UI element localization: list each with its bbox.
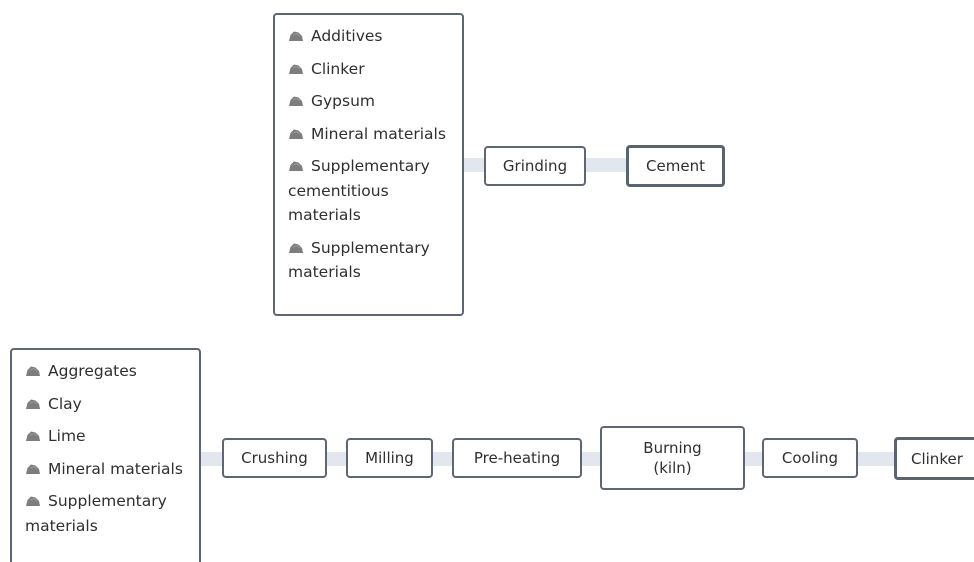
input-label: Supplementary materials — [288, 238, 430, 282]
output-clinker: Clinker — [894, 437, 974, 480]
input-label: Lime — [48, 427, 86, 445]
rock-icon — [289, 129, 303, 139]
process-step-grinding: Grinding — [484, 146, 586, 186]
input-item: Supplementary materials — [288, 236, 452, 285]
bottom-flow-inputs: Aggregates Clay Lime Mineral materials S… — [10, 348, 201, 562]
process-step-crushing: Crushing — [222, 438, 327, 478]
input-label: Mineral materials — [48, 459, 183, 478]
output-cement: Cement — [626, 145, 725, 187]
rock-icon — [26, 366, 40, 376]
process-step-cooling: Cooling — [762, 438, 858, 478]
input-item: Clinker — [288, 57, 452, 82]
input-item: Supplementary materials — [25, 489, 189, 538]
rock-icon — [26, 496, 40, 506]
input-label: Clay — [48, 394, 82, 413]
top-flow-inputs: Additives Clinker Gypsum Mineral materia… — [273, 13, 464, 316]
rock-icon — [289, 31, 303, 41]
input-label: Aggregates — [48, 362, 137, 380]
rock-icon — [289, 161, 303, 171]
rock-icon — [289, 64, 303, 74]
input-label: Supplementary materials — [25, 492, 167, 535]
rock-icon — [26, 431, 40, 441]
rock-icon — [26, 399, 40, 409]
input-label: Gypsum — [311, 92, 376, 110]
input-item: Additives — [288, 24, 452, 49]
process-step-pre-heating: Pre-heating — [452, 438, 582, 478]
input-item: Lime — [25, 424, 189, 449]
rock-icon — [289, 243, 303, 253]
input-label: Mineral materials — [311, 124, 446, 143]
process-step-burning-kiln: Burning (kiln) — [600, 426, 745, 490]
input-item: Gypsum — [288, 89, 452, 114]
input-label: Additives — [311, 27, 383, 45]
input-item: Mineral materials — [25, 457, 189, 482]
input-item: Supplementary cementitious materials — [288, 154, 452, 228]
input-item: Clay — [25, 392, 189, 417]
rock-icon — [26, 464, 40, 474]
process-step-milling: Milling — [346, 438, 433, 478]
input-label: Clinker — [311, 59, 365, 78]
input-item: Mineral materials — [288, 122, 452, 147]
rock-icon — [289, 96, 303, 106]
input-label: Supplementary cementitious materials — [288, 157, 430, 224]
input-item: Aggregates — [25, 359, 189, 384]
